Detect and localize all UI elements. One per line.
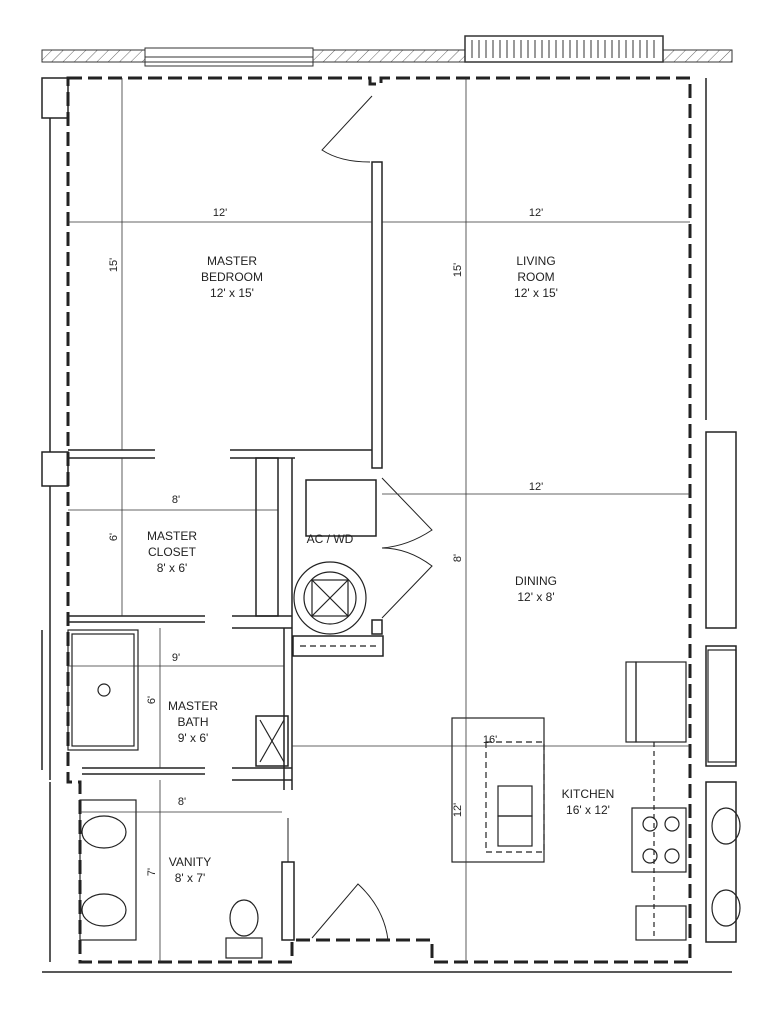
- closet-size: 8' x 6': [157, 561, 188, 575]
- dim-bath-width: 9': [172, 652, 180, 664]
- dimension-labels: 12' 12' 15' 15' 8' 6' 12' 8' 9' 6' 16' 1…: [108, 207, 543, 876]
- stove: [631, 807, 687, 873]
- dim-bath-depth: 6': [146, 696, 158, 704]
- bedroom-name-1: MASTER: [207, 254, 257, 268]
- kitchen-size: 16' x 12': [566, 803, 610, 817]
- window-top-left: [144, 47, 314, 67]
- dim-dining-depth: 8': [452, 554, 464, 562]
- dim-closet-depth: 6': [108, 533, 120, 541]
- shower: [67, 629, 139, 751]
- unit-boundary: [66, 76, 692, 964]
- kitchen-counter: [635, 742, 687, 941]
- dim-bedroom-depth: 15': [108, 258, 120, 272]
- vanity-size: 8' x 7': [175, 871, 206, 885]
- dim-closet-width: 8': [172, 494, 180, 506]
- bedroom-size: 12' x 15': [210, 286, 254, 300]
- closet-name-1: MASTER: [147, 529, 197, 543]
- vent-grille: [471, 40, 655, 58]
- living-name-2: ROOM: [517, 270, 554, 284]
- dim-vanity-width: 8': [178, 796, 186, 808]
- dim-dining-width: 12': [529, 481, 543, 493]
- dimension-lines: [68, 78, 690, 962]
- bath-size: 9' x 6': [178, 731, 209, 745]
- dim-kitchen-width: 16': [483, 734, 497, 746]
- dining-name: DINING: [515, 574, 557, 588]
- fixtures: [67, 561, 741, 959]
- toilet: [225, 899, 263, 959]
- dim-vanity-depth: 7': [146, 868, 158, 876]
- exterior-sinks: [707, 649, 741, 927]
- room-labels: MASTER BEDROOM 12' x 15' LIVING ROOM 12'…: [147, 254, 614, 885]
- dim-living-depth: 15': [452, 263, 464, 277]
- refrigerator: [625, 661, 687, 743]
- kitchen-name: KITCHEN: [562, 787, 615, 801]
- kitchen-island: [451, 717, 545, 863]
- dining-size: 12' x 8': [517, 590, 554, 604]
- bedroom-name-2: BEDROOM: [201, 270, 263, 284]
- dim-living-width: 12': [529, 207, 543, 219]
- closet-name-2: CLOSET: [148, 545, 197, 559]
- living-name-1: LIVING: [516, 254, 555, 268]
- bath-cabinet: [259, 719, 285, 763]
- washer-dryer: [293, 561, 367, 635]
- vanity-name: VANITY: [169, 855, 211, 869]
- dim-bedroom-width: 12': [213, 207, 227, 219]
- living-size: 12' x 15': [514, 286, 558, 300]
- door-swings: [287, 95, 433, 941]
- interior-walls: [41, 77, 737, 973]
- bath-name-1: MASTER: [168, 699, 218, 713]
- bath-name-2: BATH: [177, 715, 208, 729]
- hvac-unit-top: [464, 35, 664, 63]
- ac-wd-label: AC / WD: [307, 532, 354, 546]
- dim-kitchen-depth: 12': [452, 803, 464, 817]
- vanity-sinks: [79, 799, 137, 941]
